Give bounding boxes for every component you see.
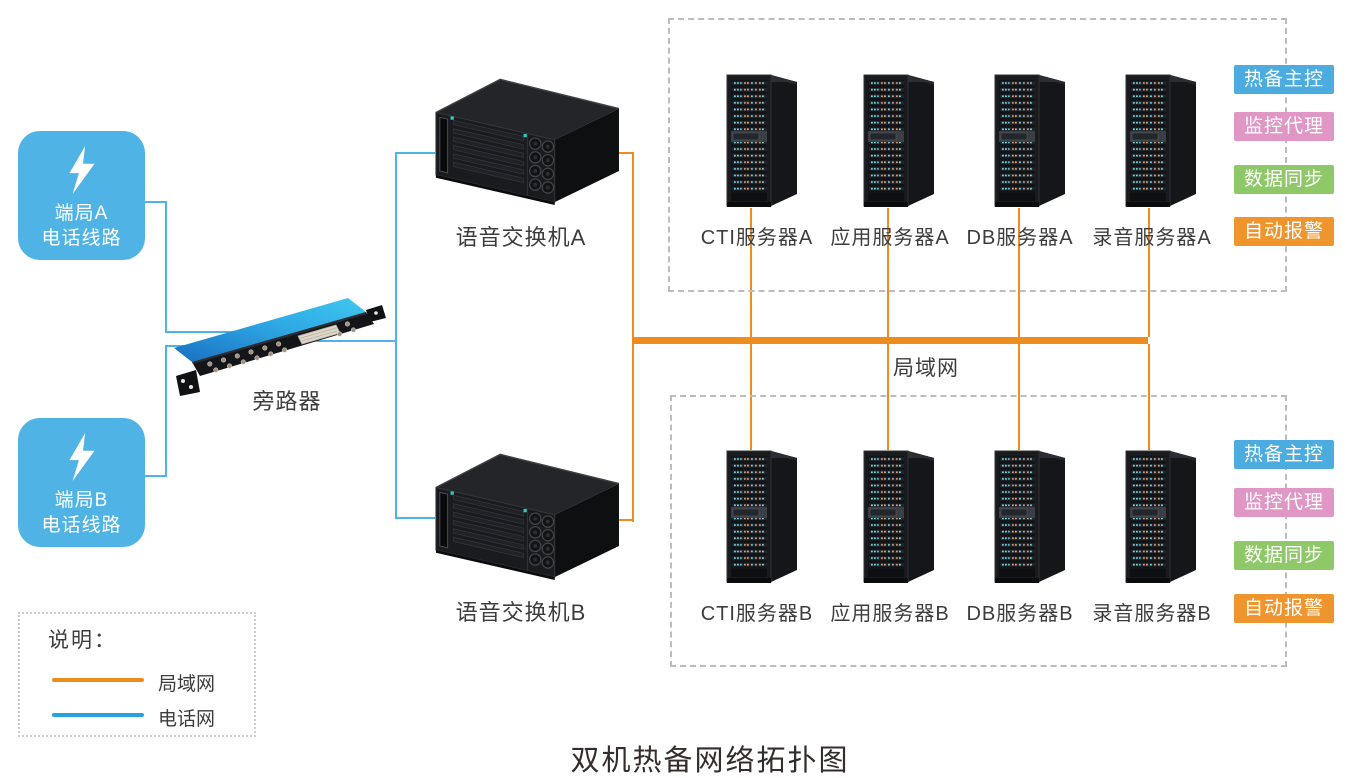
lan-line-app-a — [887, 208, 889, 337]
phone-line-bypass-out — [316, 340, 396, 342]
lan-line-switch-a — [617, 152, 634, 154]
phone-source-a: 端局A 电话线路 — [18, 131, 145, 260]
phone-line-a-h1 — [145, 201, 167, 203]
lan-backbone-line — [633, 337, 1148, 344]
lightning-icon — [65, 145, 99, 195]
server-label-db-a: DB服务器A — [966, 227, 1074, 249]
lan-line-db-b — [1018, 344, 1020, 450]
diagram-title: 双机热备网络拓扑图 — [570, 745, 850, 777]
phone-line-a-v — [165, 201, 167, 333]
legend-lan-line-swatch — [52, 678, 144, 682]
tag-monitor-agent-b: 监控代理 — [1234, 488, 1334, 517]
source-b-line1: 端局B — [54, 490, 109, 511]
source-a-line2: 电话线路 — [41, 228, 122, 249]
tag-auto-alarm-b: 自动报警 — [1234, 594, 1334, 623]
lan-line-switch-b — [617, 519, 634, 521]
tag-data-sync-a: 数据同步 — [1234, 165, 1334, 194]
server-tower-image — [993, 445, 1069, 587]
source-b-line2: 电话线路 — [41, 515, 122, 536]
voice-switch-a-label: 语音交换机A — [455, 225, 587, 250]
server-tower-image — [993, 69, 1069, 211]
phone-line-trunk — [395, 153, 397, 519]
lan-line-cti-a — [750, 208, 752, 337]
phone-line-b-v — [165, 346, 167, 477]
tag-auto-alarm-a: 自动报警 — [1234, 217, 1334, 246]
server-label-app-a: 应用服务器A — [830, 227, 950, 249]
tag-hot-standby-b: 热备主控 — [1234, 440, 1334, 469]
phone-source-b: 端局B 电话线路 — [18, 418, 145, 547]
server-label-rec-a: 录音服务器A — [1092, 227, 1212, 249]
server-tower-image — [862, 445, 938, 587]
tag-monitor-agent-a: 监控代理 — [1234, 112, 1334, 141]
bypass-device-label: 旁路器 — [252, 389, 322, 414]
server-label-cti-b: CTI服务器B — [700, 603, 814, 625]
lan-line-rec-a — [1148, 208, 1150, 337]
lan-line-rec-b — [1148, 344, 1150, 450]
voice-switch-b-label: 语音交换机B — [455, 600, 587, 625]
phone-line-a-h2 — [165, 331, 252, 333]
legend-title: 说明： — [48, 629, 117, 652]
tag-data-sync-b: 数据同步 — [1234, 541, 1334, 570]
legend-box: 说明： 局域网 电话网 — [18, 612, 256, 737]
lan-line-app-b — [887, 344, 889, 450]
server-tower-image — [862, 69, 938, 211]
voice-switch-b-image — [428, 433, 623, 581]
lightning-icon — [65, 432, 99, 482]
server-label-cti-a: CTI服务器A — [700, 227, 814, 249]
lan-line-cti-b — [750, 344, 752, 450]
server-tower-image — [1124, 69, 1200, 211]
phone-line-to-switch-b — [395, 517, 435, 519]
server-group-b-box — [670, 395, 1287, 667]
lan-label: 局域网 — [893, 357, 959, 380]
source-a-line1: 端局A — [54, 203, 109, 224]
legend-lan-label: 局域网 — [158, 674, 216, 695]
legend-phone-label: 电话网 — [158, 709, 216, 730]
server-tower-image — [725, 445, 801, 587]
lan-line-db-a — [1018, 208, 1020, 337]
server-label-rec-b: 录音服务器B — [1092, 603, 1212, 625]
server-label-app-b: 应用服务器B — [830, 603, 950, 625]
server-tower-image — [725, 69, 801, 211]
legend-phone-line-swatch — [52, 713, 144, 717]
server-label-db-b: DB服务器B — [966, 603, 1074, 625]
phone-line-b-h1 — [145, 475, 167, 477]
server-group-a-box — [668, 18, 1287, 292]
phone-line-to-switch-a — [395, 152, 435, 154]
tag-hot-standby-a: 热备主控 — [1234, 65, 1334, 94]
voice-switch-a-image — [428, 58, 623, 206]
server-tower-image — [1124, 445, 1200, 587]
